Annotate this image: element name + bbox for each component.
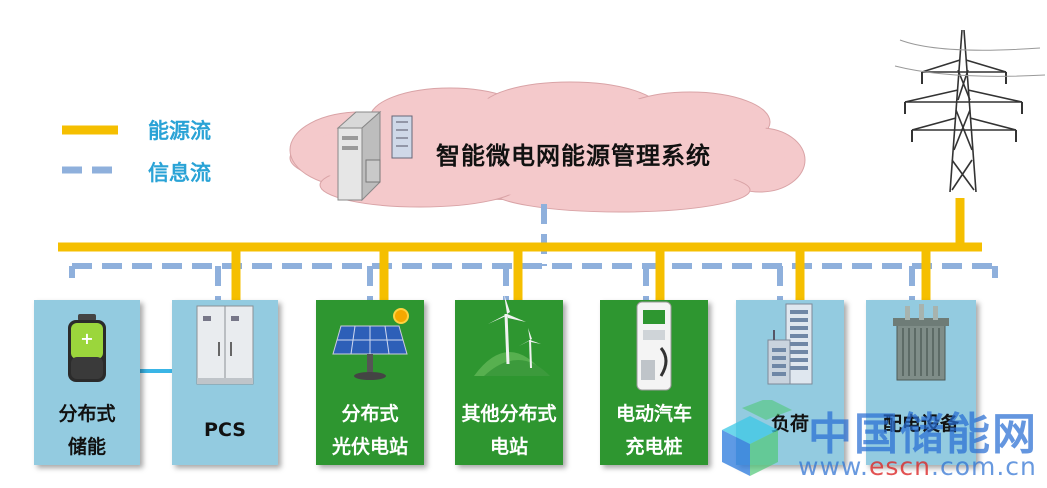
legend-info-label: 信息流 [148,161,211,185]
server-icon [336,110,413,202]
transformer-icon [893,304,949,381]
watermark-text: 中国储能网 [808,409,1038,460]
svg-text:+: + [80,329,93,348]
unit-box-distribution[interactable]: 配电设备 [866,300,976,465]
unit-label: PCS [204,419,246,441]
watermark-url: www.escn.com.cn [798,452,1037,481]
unit-label: 电动汽车 充电桩 [615,403,692,458]
unit-box-pv[interactable]: 分布式 光伏电站 [316,300,424,465]
solar-panel-icon [332,308,409,380]
wind-turbine-icon [474,294,550,376]
info-flow-lines [69,204,998,300]
unit-label: 其他分布式 电站 [461,403,557,458]
unit-box-load[interactable]: 负荷 [736,300,844,465]
unit-label: 分布式 光伏电站 [331,403,408,458]
pcs-cabinet-icon [196,305,254,385]
battery-icon: + [68,314,106,382]
unit-box-pcs[interactable]: PCS [172,300,278,465]
unit-box-ev-charger[interactable]: 电动汽车 充电桩 [600,300,708,465]
unit-box-storage[interactable]: + 分布式 储能 [34,300,140,465]
unit-box-other-plant[interactable]: 其他分布式 电站 [455,294,563,465]
system-title: 智能微电网能源管理系统 [436,142,711,170]
legend-energy-label: 能源流 [148,119,211,143]
power-tower-icon [894,29,1046,193]
building-icon [767,303,813,385]
ev-charger-icon [636,301,672,391]
energy-flow-lines [58,198,982,300]
unit-label: 配电设备 [882,413,959,435]
unit-label: 分布式 储能 [58,403,116,458]
watermark-logo-icon [722,400,792,476]
unit-label: 负荷 [770,413,809,435]
